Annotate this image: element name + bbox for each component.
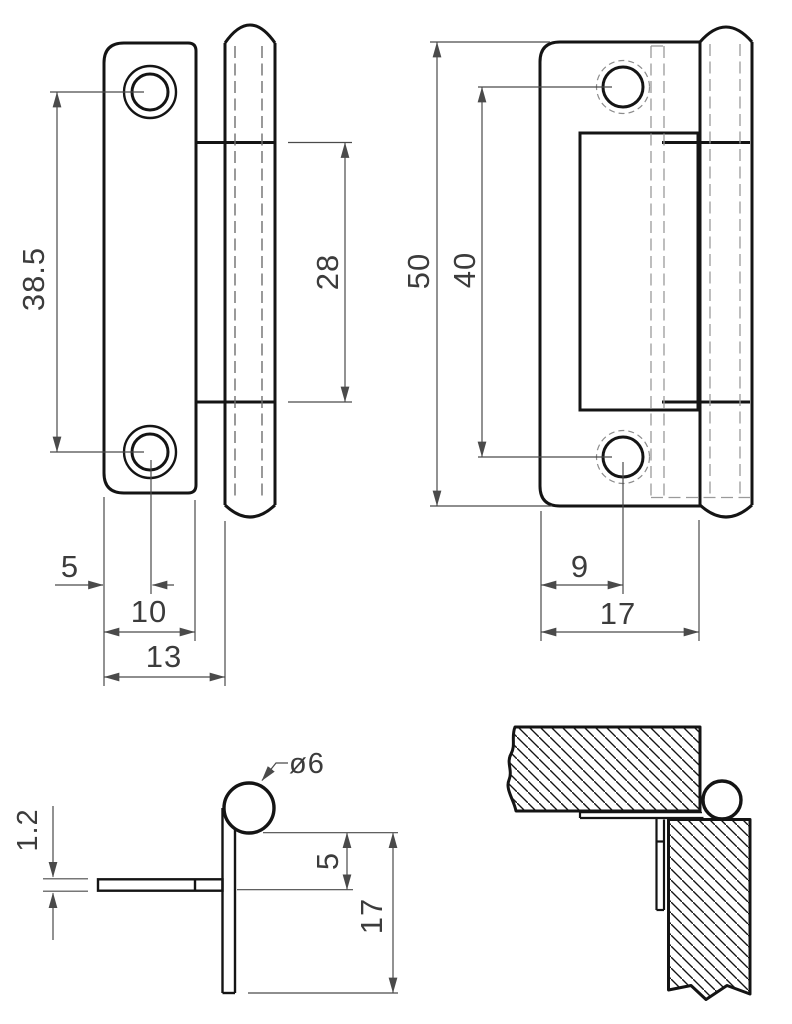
horizontal-leaf (96, 878, 224, 892)
dimension-edge-to-hole: 5 (55, 460, 174, 686)
dimension-text: 38.5 (16, 247, 51, 311)
dimension-pin-to-leaf: 5 (237, 832, 398, 891)
installed-section-view (506, 725, 752, 1001)
dimension-text: 5 (310, 852, 345, 870)
dimension-leaf-to-knuckle: 13 (103, 521, 226, 686)
outer-leaf-outline (538, 40, 702, 508)
dimension-text: 10 (131, 594, 167, 629)
leaf-cutout (578, 131, 700, 412)
dimension-text: ø6 (289, 748, 325, 780)
hinge-pin (222, 781, 276, 835)
knuckle-bottom-cap (698, 503, 754, 519)
front-view: 50 40 9 17 (401, 25, 754, 641)
dimension-text: 1.2 (12, 808, 44, 851)
dimension-knuckle-span: 28 (288, 141, 352, 403)
leaf-outline (102, 41, 198, 495)
door-panel-section (667, 818, 752, 1001)
dimension-text: 17 (354, 898, 389, 934)
dimension-text: 9 (571, 549, 589, 584)
dimension-leaf-thickness: 1.2 (12, 806, 88, 940)
knuckle-top-cap (223, 23, 277, 44)
dimension-hole-spacing: 40 (447, 86, 612, 458)
dimension-text: 40 (447, 252, 482, 288)
knuckle-bottom-cap (223, 503, 277, 519)
dimension-overall-width: 17 (540, 520, 700, 641)
knuckle-top-cap (698, 25, 754, 43)
dimension-edge-to-hole: 9 (540, 462, 624, 641)
top-panel-section (506, 725, 702, 813)
dimension-text: 17 (600, 596, 636, 631)
hinge-pin (701, 779, 743, 821)
pin-diameter-callout: ø6 (261, 748, 325, 782)
dimension-overall-height: 50 (401, 41, 552, 507)
dimension-pin-to-leaf-end: 17 (248, 832, 398, 994)
dimension-hole-spacing: 38.5 (16, 91, 144, 453)
leader-line (261, 762, 288, 782)
dimension-text: 28 (310, 254, 345, 290)
side-view: 38.5 28 5 10 13 (16, 23, 352, 686)
dimension-text: 13 (146, 639, 182, 674)
dimension-text: 5 (61, 549, 79, 584)
dimension-leaf-width: 10 (103, 500, 196, 641)
profile-view: ø6 1.2 5 17 (12, 748, 398, 995)
dimension-text: 50 (401, 253, 436, 289)
